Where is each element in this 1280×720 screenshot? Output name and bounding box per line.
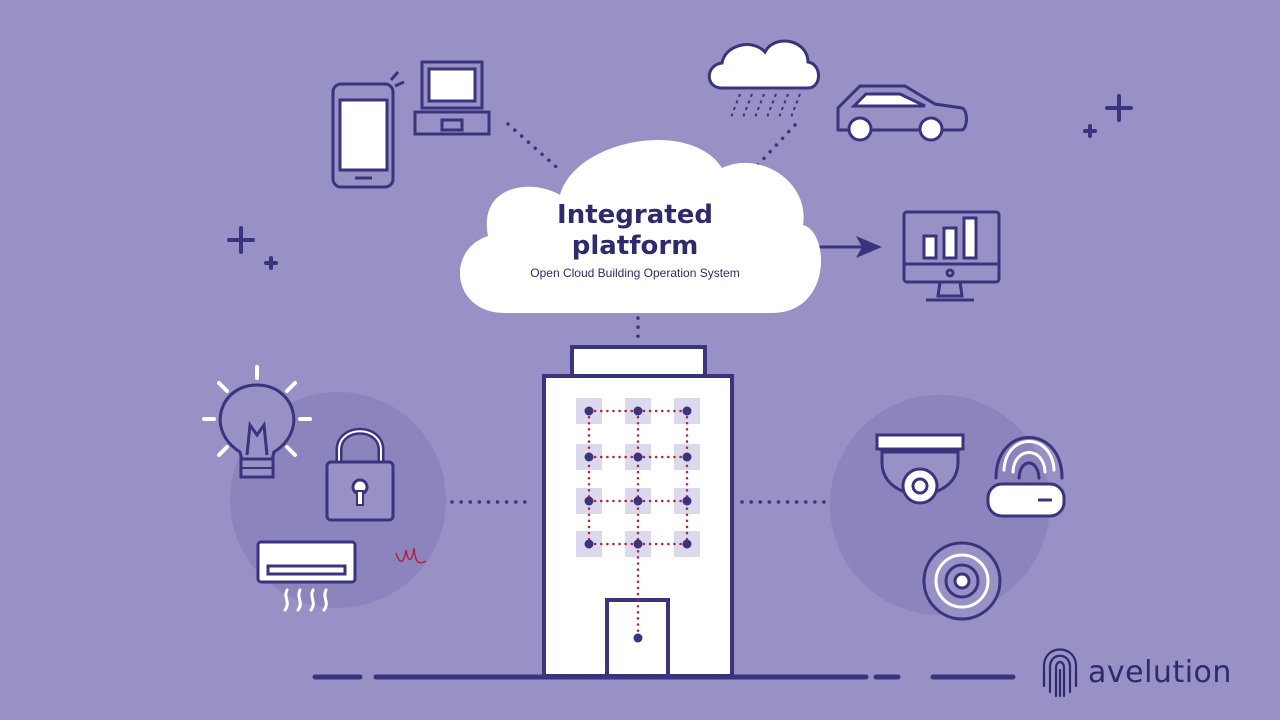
brand-logo: avelution [1040,644,1232,700]
brand-name: avelution [1088,654,1232,690]
signature-mark [395,547,427,564]
smartphone-icon [331,71,405,189]
rain-cloud-icon [707,39,820,121]
plus-decorations [227,94,1133,270]
security-camera-icon [875,433,965,505]
platform-title: Integrated platform [470,200,800,262]
platform-subtitle: Open Cloud Building Operation System [530,266,740,280]
platform-title-line2: platform [571,231,699,261]
laptop-icon [413,60,491,136]
speaker-sensor-icon [922,541,1002,621]
air-conditioner-icon [256,540,357,612]
padlock-icon [325,427,395,522]
building-icon [542,345,734,678]
platform-title-line1: Integrated [557,200,713,230]
wifi-router-icon [986,436,1066,518]
car-icon [836,84,968,142]
monitor-chart-icon [902,210,1001,302]
light-bulb-icon [202,365,312,479]
fingerprint-icon [1042,648,1078,698]
platform-cloud [459,140,822,313]
